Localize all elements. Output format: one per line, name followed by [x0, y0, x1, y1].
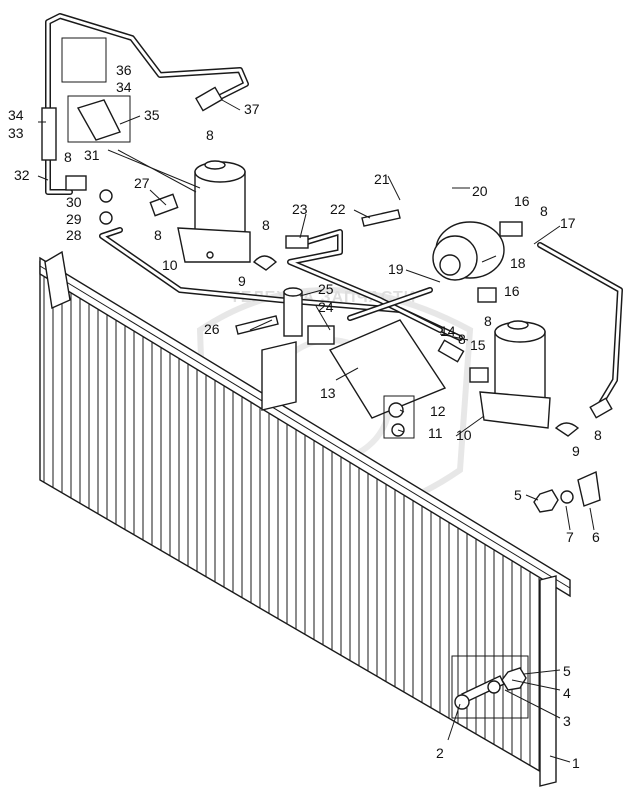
- part-label-17: 17: [560, 215, 576, 231]
- part-label-24: 24: [318, 299, 334, 315]
- part-label-37: 37: [244, 101, 260, 117]
- part-label-8: 8: [206, 127, 214, 143]
- part-label-4: 4: [563, 685, 571, 701]
- part-label-33: 33: [8, 125, 24, 141]
- part-label-30: 30: [66, 194, 82, 210]
- part-label-23: 23: [292, 201, 308, 217]
- part-label-5: 5: [514, 487, 522, 503]
- part-label-5: 5: [563, 663, 571, 679]
- part-labels: 1 2 3 4 5 5 6 7 8 8 8 8 8 8 8 8 9 9 10 1…: [8, 62, 602, 771]
- part-label-16: 16: [504, 283, 520, 299]
- part-label-8: 8: [540, 203, 548, 219]
- components: [41, 37, 613, 719]
- part-label-29: 29: [66, 211, 82, 227]
- part-label-1: 1: [572, 755, 580, 771]
- part-label-34: 34: [116, 79, 132, 95]
- leader-lines: [37, 99, 595, 763]
- part-label-8: 8: [484, 313, 492, 329]
- part-label-16: 16: [514, 193, 530, 209]
- part-label-8: 8: [154, 227, 162, 243]
- part-label-9: 9: [238, 273, 246, 289]
- part-label-31: 31: [84, 147, 100, 163]
- part-label-14: 14: [440, 323, 456, 339]
- part-label-8: 8: [594, 427, 602, 443]
- part-label-32: 32: [14, 167, 30, 183]
- part-label-20: 20: [472, 183, 488, 199]
- part-label-10: 10: [162, 257, 178, 273]
- part-label-27: 27: [134, 175, 150, 191]
- part-label-19: 19: [388, 261, 404, 277]
- part-label-11: 11: [428, 425, 443, 441]
- part-label-28: 28: [66, 227, 82, 243]
- part-label-34: 34: [8, 107, 24, 123]
- part-label-12: 12: [430, 403, 446, 419]
- part-label-36: 36: [116, 62, 132, 78]
- part-label-9: 9: [572, 443, 580, 459]
- part-label-10: 10: [456, 427, 472, 443]
- part-label-25: 25: [318, 281, 334, 297]
- part-label-8: 8: [458, 331, 466, 347]
- part-label-22: 22: [330, 201, 346, 217]
- part-label-6: 6: [592, 529, 600, 545]
- part-label-26: 26: [204, 321, 220, 337]
- part-label-7: 7: [566, 529, 574, 545]
- part-label-13: 13: [320, 385, 336, 401]
- part-label-21: 21: [374, 171, 390, 187]
- radiator-grille: [39, 250, 571, 787]
- part-label-3: 3: [563, 713, 571, 729]
- part-label-18: 18: [510, 255, 526, 271]
- pipes: [45, 13, 623, 408]
- part-label-15: 15: [470, 337, 486, 353]
- part-label-2: 2: [436, 745, 444, 761]
- part-label-35: 35: [144, 107, 160, 123]
- part-label-8: 8: [262, 217, 270, 233]
- part-label-8: 8: [64, 149, 72, 165]
